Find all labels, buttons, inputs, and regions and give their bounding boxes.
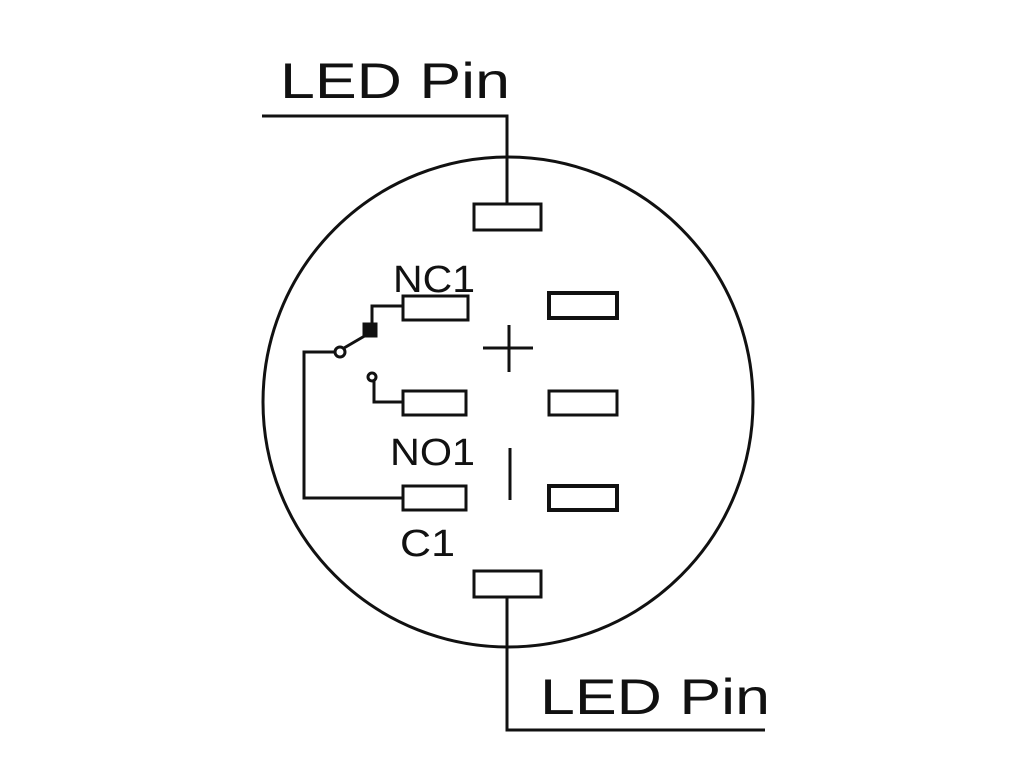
led-pin-top-leader: [262, 114, 509, 204]
right-pin-1: [547, 291, 619, 320]
led-pin-bottom: [472, 569, 543, 599]
right-pin-3: [547, 484, 619, 512]
right-pin-2: [547, 389, 619, 417]
led-pin-bottom-label: LED Pin: [540, 669, 770, 725]
plus-sign: [483, 325, 533, 372]
c1-pin: [401, 484, 468, 512]
c1-label: C1: [400, 523, 455, 565]
nc1-pin: [401, 294, 470, 322]
led-pin-top-label: LED Pin: [280, 53, 510, 109]
switch-schematic: [302, 304, 403, 500]
no1-label: NO1: [390, 432, 475, 474]
nc1-label: NC1: [393, 259, 475, 301]
led-pin-top: [472, 202, 543, 232]
led-pin-bottom-leader: [505, 597, 765, 732]
no1-pin: [401, 389, 468, 417]
